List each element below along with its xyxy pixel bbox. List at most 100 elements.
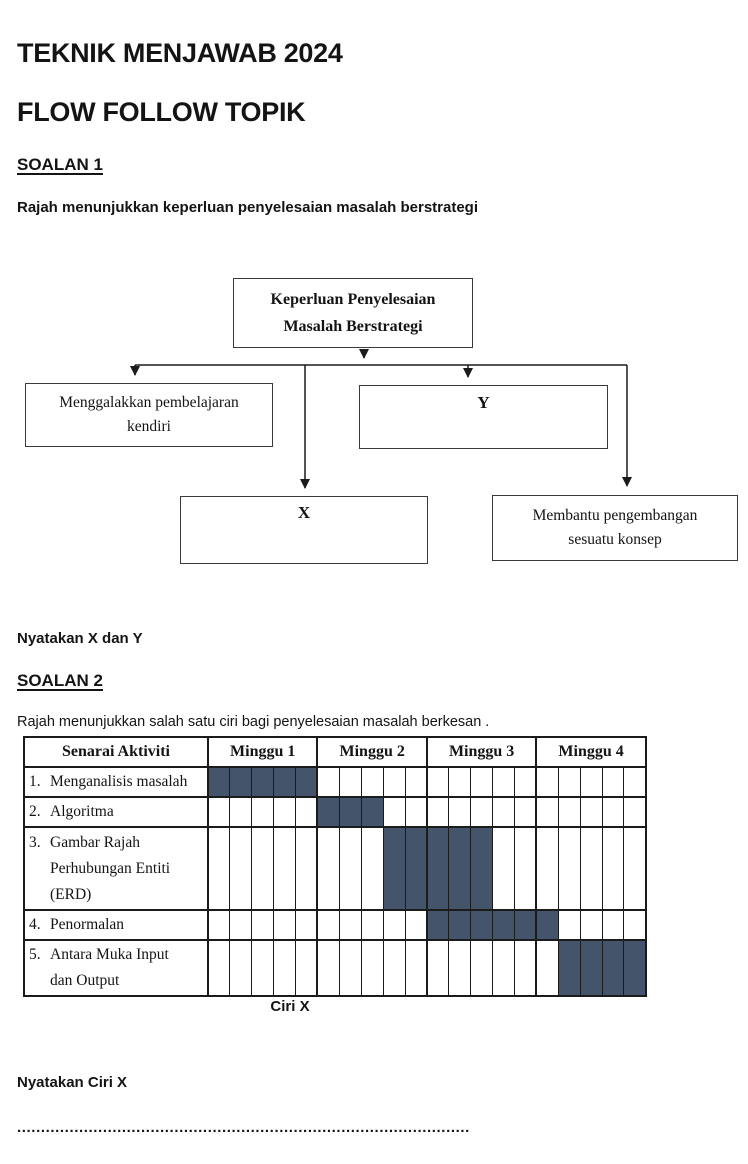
gantt-cell-filled — [492, 909, 515, 941]
activity-text-line: Menganalisis masalah — [50, 773, 188, 790]
soalan-1-heading: SOALAN 1 — [17, 155, 103, 174]
activity-number: 4. — [29, 916, 41, 933]
gantt-cell — [579, 766, 603, 798]
gantt-cell — [579, 796, 603, 828]
gantt-cell-filled — [557, 939, 581, 997]
gantt-cell — [273, 796, 297, 828]
week-column-header: Minggu 4 — [535, 736, 647, 768]
gantt-cell — [623, 909, 647, 941]
gantt-cell-filled — [425, 826, 450, 911]
gantt-cell — [601, 766, 625, 798]
gantt-cell-filled — [579, 939, 603, 997]
gantt-cell — [535, 939, 559, 997]
gantt-cell — [601, 909, 625, 941]
gantt-cell — [382, 939, 406, 997]
gantt-cell — [404, 909, 428, 941]
gantt-cell — [316, 939, 340, 997]
gantt-cell-filled — [535, 909, 559, 941]
diagram-box-x: X — [180, 496, 428, 564]
gantt-cell — [448, 939, 472, 997]
gantt-cell-filled — [295, 766, 318, 798]
gantt-cell — [535, 826, 559, 911]
gantt-cell — [579, 826, 603, 911]
gantt-cell — [492, 826, 515, 911]
activity-number: 1. — [29, 773, 41, 790]
soalan-2-prompt: Nyatakan Ciri X — [17, 1074, 128, 1091]
activity-column-header: Senarai Aktiviti — [23, 736, 209, 768]
gantt-cell-filled — [382, 826, 406, 911]
gantt-cell — [229, 939, 253, 997]
gantt-cell — [360, 766, 384, 798]
activity-label: 2. Algoritma — [23, 796, 209, 828]
gantt-cell — [316, 909, 340, 941]
gantt-cell — [513, 939, 537, 997]
diagram-box-line: Keperluan Penyelesaian — [270, 291, 436, 308]
gantt-cell — [492, 766, 515, 798]
gantt-cell — [251, 796, 275, 828]
soalan-1-prompt: Nyatakan X dan Y — [17, 630, 143, 647]
gantt-cell — [251, 826, 275, 911]
gantt-cell-filled — [513, 909, 537, 941]
gantt-cell — [623, 796, 647, 828]
soalan-1-intro: Rajah menunjukkan keperluan penyelesaian… — [17, 199, 479, 216]
gantt-cell — [295, 796, 318, 828]
gantt-cell-filled — [251, 766, 275, 798]
gantt-cell — [295, 909, 318, 941]
gantt-cell — [601, 826, 625, 911]
gantt-cell-filled — [316, 796, 340, 828]
answer-dotted-line: ........................................… — [17, 1119, 469, 1136]
gantt-cell — [251, 909, 275, 941]
gantt-cell — [229, 909, 253, 941]
activity-number: 5. — [29, 946, 41, 963]
week-column-header: Minggu 1 — [206, 736, 318, 768]
gantt-cell — [425, 939, 450, 997]
gantt-cell — [425, 766, 450, 798]
gantt-cell — [448, 766, 472, 798]
activity-text-line: (ERD) — [50, 885, 92, 903]
gantt-cell-filled — [448, 909, 472, 941]
diagram-box-line: Masalah Berstrategi — [283, 318, 423, 335]
activity-number: 3. — [29, 833, 41, 851]
week-column-header: Minggu 2 — [316, 736, 428, 768]
activity-label: 1. Menganalisis masalah — [23, 766, 209, 798]
gantt-cell — [404, 796, 428, 828]
activity-number: 2. — [29, 803, 41, 820]
gantt-cell — [338, 766, 362, 798]
activity-text-line: Gambar Rajah — [50, 833, 140, 851]
gantt-cell — [535, 766, 559, 798]
gantt-cell — [338, 826, 362, 911]
gantt-cell — [360, 939, 384, 997]
gantt-cell — [470, 939, 494, 997]
gantt-cell — [470, 766, 494, 798]
gantt-cell — [382, 909, 406, 941]
gantt-cell — [557, 826, 581, 911]
gantt-cell — [207, 796, 231, 828]
gantt-cell — [557, 909, 581, 941]
gantt-cell — [316, 826, 340, 911]
soalan-2-intro: Rajah menunjukkan salah satu ciri bagi p… — [17, 714, 490, 730]
gantt-cell — [623, 766, 647, 798]
gantt-cell — [229, 796, 253, 828]
gantt-cell-filled — [404, 826, 428, 911]
gantt-cell — [579, 909, 603, 941]
gantt-cell — [360, 826, 384, 911]
gantt-cell — [557, 766, 581, 798]
gantt-cell — [207, 939, 231, 997]
activity-label: 4.Penormalan — [23, 909, 209, 941]
diagram-box-line: kendiri — [127, 418, 171, 435]
gantt-cell — [425, 796, 450, 828]
page-subtitle: FLOW FOLLOW TOPIK — [17, 97, 306, 127]
activity-text-line: Algoritma — [50, 803, 114, 820]
diagram-box-line: Menggalakkan pembelajaran — [59, 394, 239, 411]
gantt-caption: Ciri X — [270, 998, 310, 1015]
gantt-cell — [601, 796, 625, 828]
gantt-cell — [338, 939, 362, 997]
gantt-row: 1. Menganalisis masalah — [23, 766, 647, 798]
